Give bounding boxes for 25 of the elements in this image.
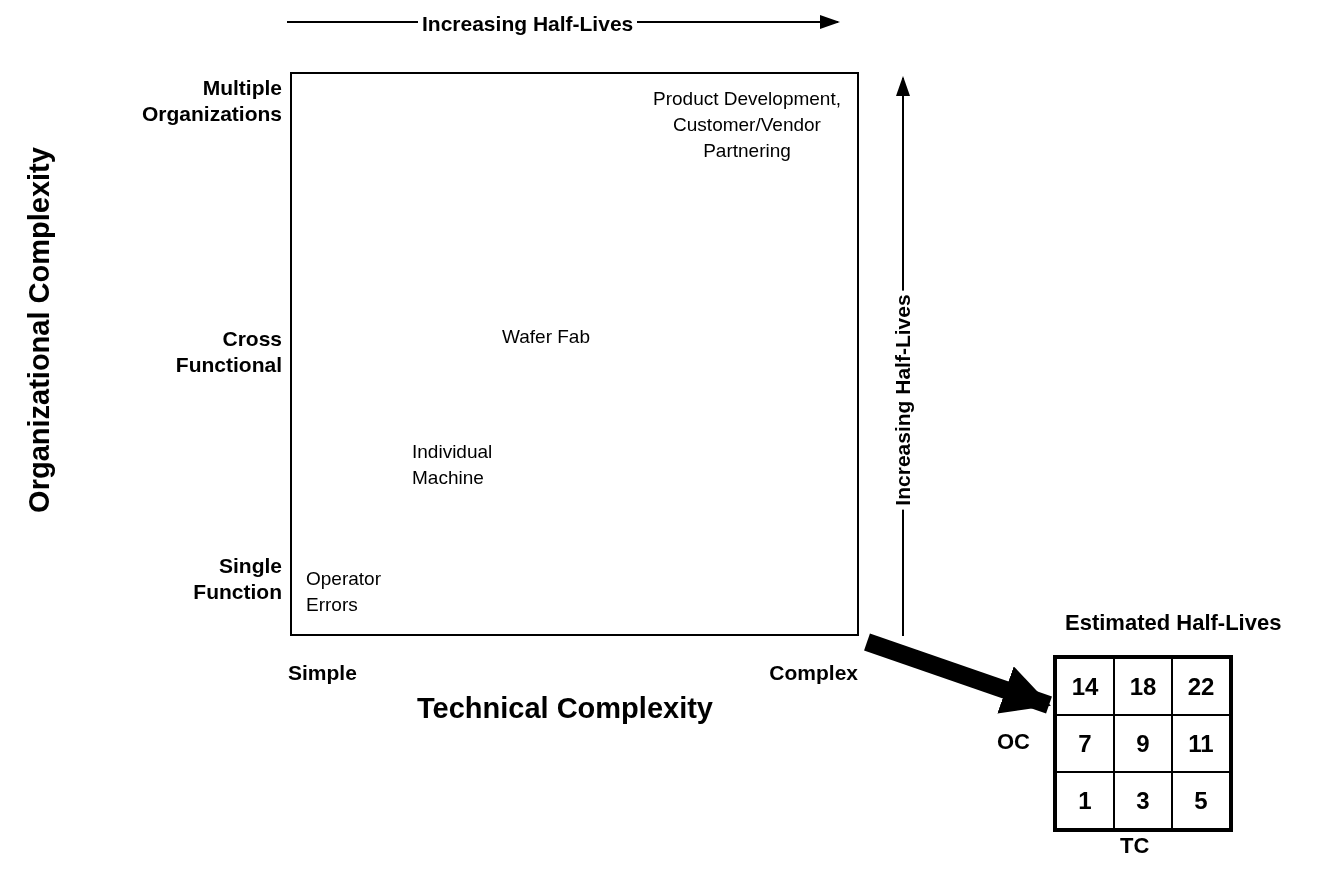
axis-title: Technical Complexity (416, 691, 714, 726)
chart-frame (290, 72, 859, 636)
grid-cell: 18 (1114, 658, 1172, 715)
table-title: Estimated Half-Lives (1065, 609, 1282, 637)
axis-title: Organizational Complexity (22, 147, 57, 513)
item-label: Wafer Fab (502, 325, 591, 349)
grid-cell: 1 (1056, 772, 1114, 829)
grid-cell: 11 (1172, 715, 1230, 772)
axis-label: TC (1120, 832, 1150, 860)
grid-cell: 3 (1114, 772, 1172, 829)
item-label: Individual Machine (412, 440, 494, 491)
tick-label: Multiple Organizations (140, 75, 282, 128)
grid-cell: 7 (1056, 715, 1114, 772)
tick-label: Single Function (192, 553, 282, 606)
arrow (864, 633, 1052, 714)
item-label: Product Development, Customer/Vendor Partnering (652, 87, 842, 164)
tick-label: Complex (769, 660, 858, 686)
tick-label: Simple (288, 660, 357, 686)
grid-cell: 22 (1172, 658, 1230, 715)
grid-cell: 14 (1056, 658, 1114, 715)
grid-cell: 9 (1114, 715, 1172, 772)
item-label: Operator Errors (306, 567, 382, 618)
axis-label: OC (997, 728, 1030, 756)
tick-label: Cross Functional (174, 326, 282, 379)
grid-cell: 5 (1172, 772, 1230, 829)
